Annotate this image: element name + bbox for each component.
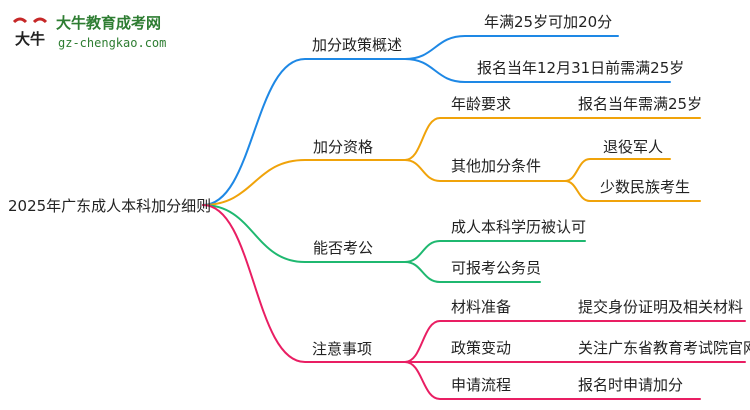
edge-civil-2 (404, 261, 541, 283)
branch-notes: 注意事项 (312, 340, 373, 358)
site-logo[interactable]: 大牛 大牛教育成考网 gz-chengkao.com (6, 6, 206, 56)
edge-other-2 (564, 180, 701, 202)
edge-policy-1 (404, 35, 619, 60)
notes-item-1-value: 提交身份证明及相关材料 (578, 298, 744, 316)
branch-civil: 能否考公 (313, 239, 374, 257)
bull-logo-icon: 大牛 (12, 17, 48, 48)
logo-url: gz-chengkao.com (58, 36, 167, 50)
qualify-age-value: 报名当年需满25岁 (578, 95, 703, 113)
edge-notes-3 (404, 361, 571, 400)
edge-policy-2 (404, 58, 671, 83)
civil-item-1: 成人本科学历被认可 (451, 218, 587, 236)
edge-root-policy (202, 58, 406, 206)
root-node: 2025年广东成人本科加分细则 (8, 197, 212, 215)
edge-root-notes (202, 204, 406, 363)
edge-qualify-other (404, 159, 566, 182)
branch-qualify: 加分资格 (313, 138, 374, 156)
notes-item-2-value: 关注广东省教育考试院官网 (578, 339, 750, 357)
edge-notes-1 (404, 320, 571, 363)
qualify-age-label: 年龄要求 (451, 95, 512, 113)
policy-item-1: 年满25岁可加20分 (484, 13, 613, 31)
qualify-other-item-2: 少数民族考生 (600, 178, 691, 196)
edge-other-1 (564, 158, 671, 182)
branch-policy: 加分政策概述 (312, 36, 403, 54)
qualify-other-label: 其他加分条件 (451, 157, 542, 175)
policy-item-2: 报名当年12月31日前需满25岁 (477, 59, 685, 77)
edge-qualify-age (404, 117, 571, 161)
civil-item-2: 可报考公务员 (451, 259, 542, 277)
notes-item-3-label: 申请流程 (451, 376, 512, 394)
logo-title: 大牛教育成考网 (56, 14, 162, 32)
edge-civil-1 (404, 240, 586, 263)
notes-item-3-value: 报名时申请加分 (578, 376, 684, 394)
notes-item-1-label: 材料准备 (451, 298, 512, 316)
edge-root-qualify (202, 159, 406, 206)
qualify-other-item-1: 退役军人 (603, 138, 664, 156)
notes-item-2-label: 政策变动 (451, 339, 512, 357)
edge-root-civil (202, 204, 406, 263)
logo-mark-text: 大牛 (15, 30, 45, 48)
